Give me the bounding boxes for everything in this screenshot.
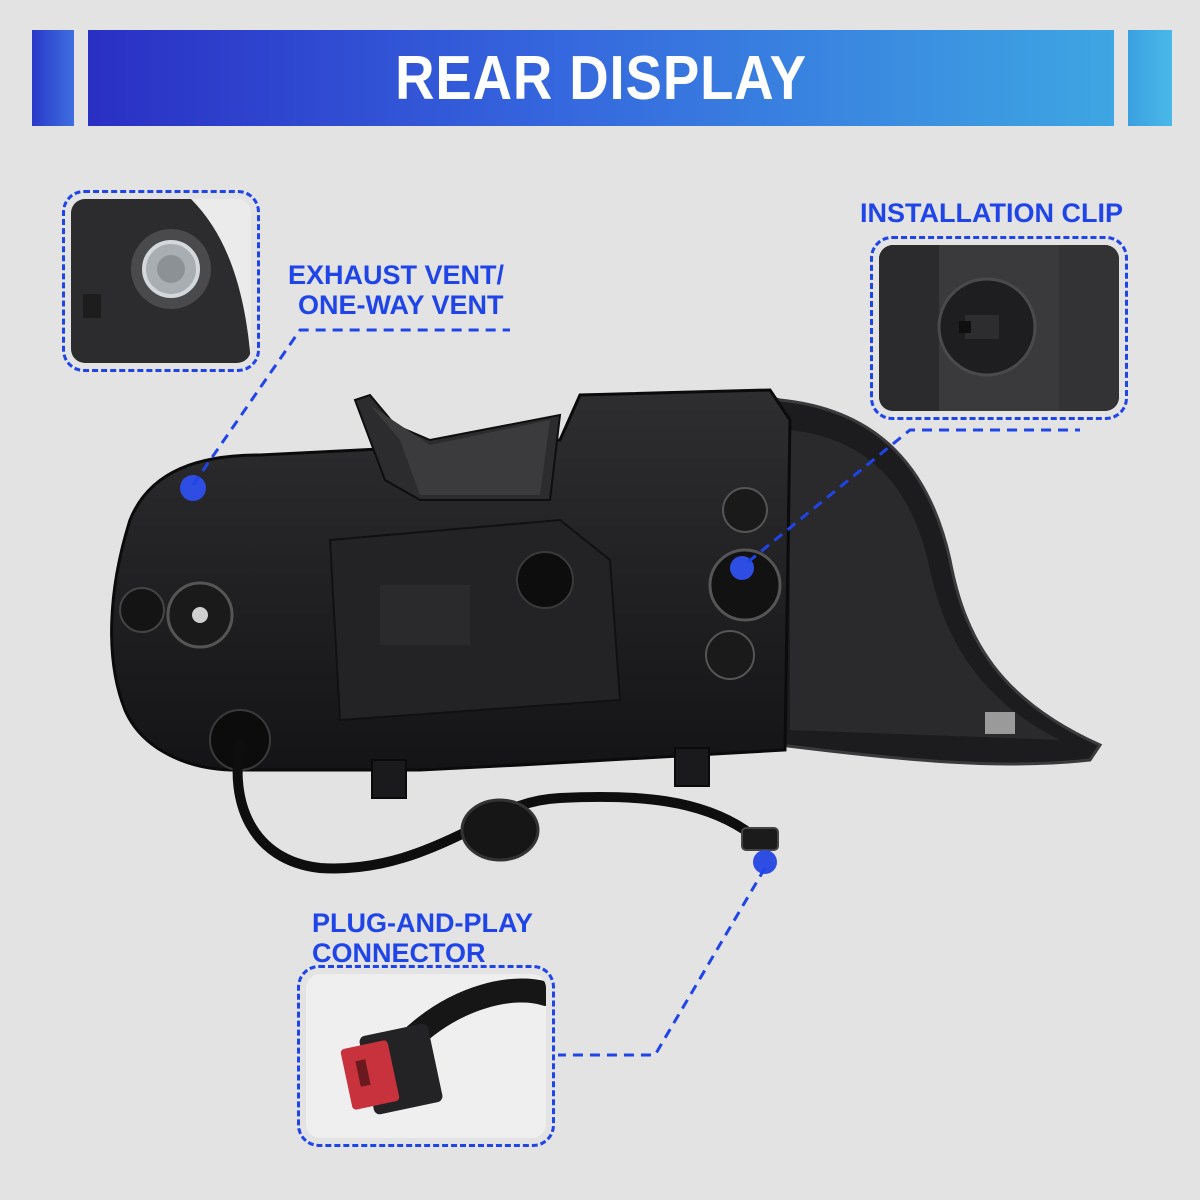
connector-label-line1: PLUG-AND-PLAY: [312, 908, 534, 938]
clip-leader-line: [747, 428, 1080, 564]
connector-closeup-image: [306, 974, 546, 1138]
vent-callout-dot: [180, 475, 206, 501]
bulb-socket-3: [708, 548, 782, 622]
page-title: REAR DISPLAY: [395, 43, 807, 113]
vent-port: [516, 551, 574, 609]
bulb-socket-4: [705, 630, 755, 680]
bulb-socket-1-pin: [192, 607, 208, 623]
molded-text-area: [380, 585, 470, 645]
clip-post: [119, 587, 165, 633]
vent-label: EXHAUST VENT/ ONE-WAY VENT: [288, 260, 504, 320]
connector-label: PLUG-AND-PLAY CONNECTOR: [312, 908, 533, 968]
banner-right-tab: [1128, 30, 1172, 126]
flange-inner: [790, 430, 1060, 740]
vent-leader-line: [191, 328, 510, 486]
vent-closeup-image: [71, 199, 251, 363]
mount-tab-2: [674, 747, 710, 787]
connector-callout-dot: [753, 850, 777, 874]
connector-thumbnail: [297, 965, 555, 1147]
title-banner: REAR DISPLAY: [88, 30, 1114, 126]
connector-label-line2: CONNECTOR: [312, 938, 486, 968]
vent-label-line1: EXHAUST VENT/: [288, 260, 505, 290]
bulb-socket-2: [722, 487, 768, 533]
harness-grommet: [460, 798, 540, 862]
vent-label-line2: ONE-WAY VENT: [298, 290, 504, 320]
harness-plug: [741, 827, 779, 851]
clip-label: INSTALLATION CLIP: [860, 198, 1123, 228]
metal-tab: [985, 712, 1015, 734]
banner-left-tab: [32, 30, 74, 126]
shroud-face: [370, 405, 550, 495]
clip-thumbnail: [870, 236, 1128, 420]
vent-thumbnail: [62, 190, 260, 372]
inner-panel: [328, 518, 622, 722]
connector-leader-line: [558, 867, 767, 1057]
mount-tab-1: [371, 759, 407, 799]
clip-closeup-image: [879, 245, 1119, 411]
